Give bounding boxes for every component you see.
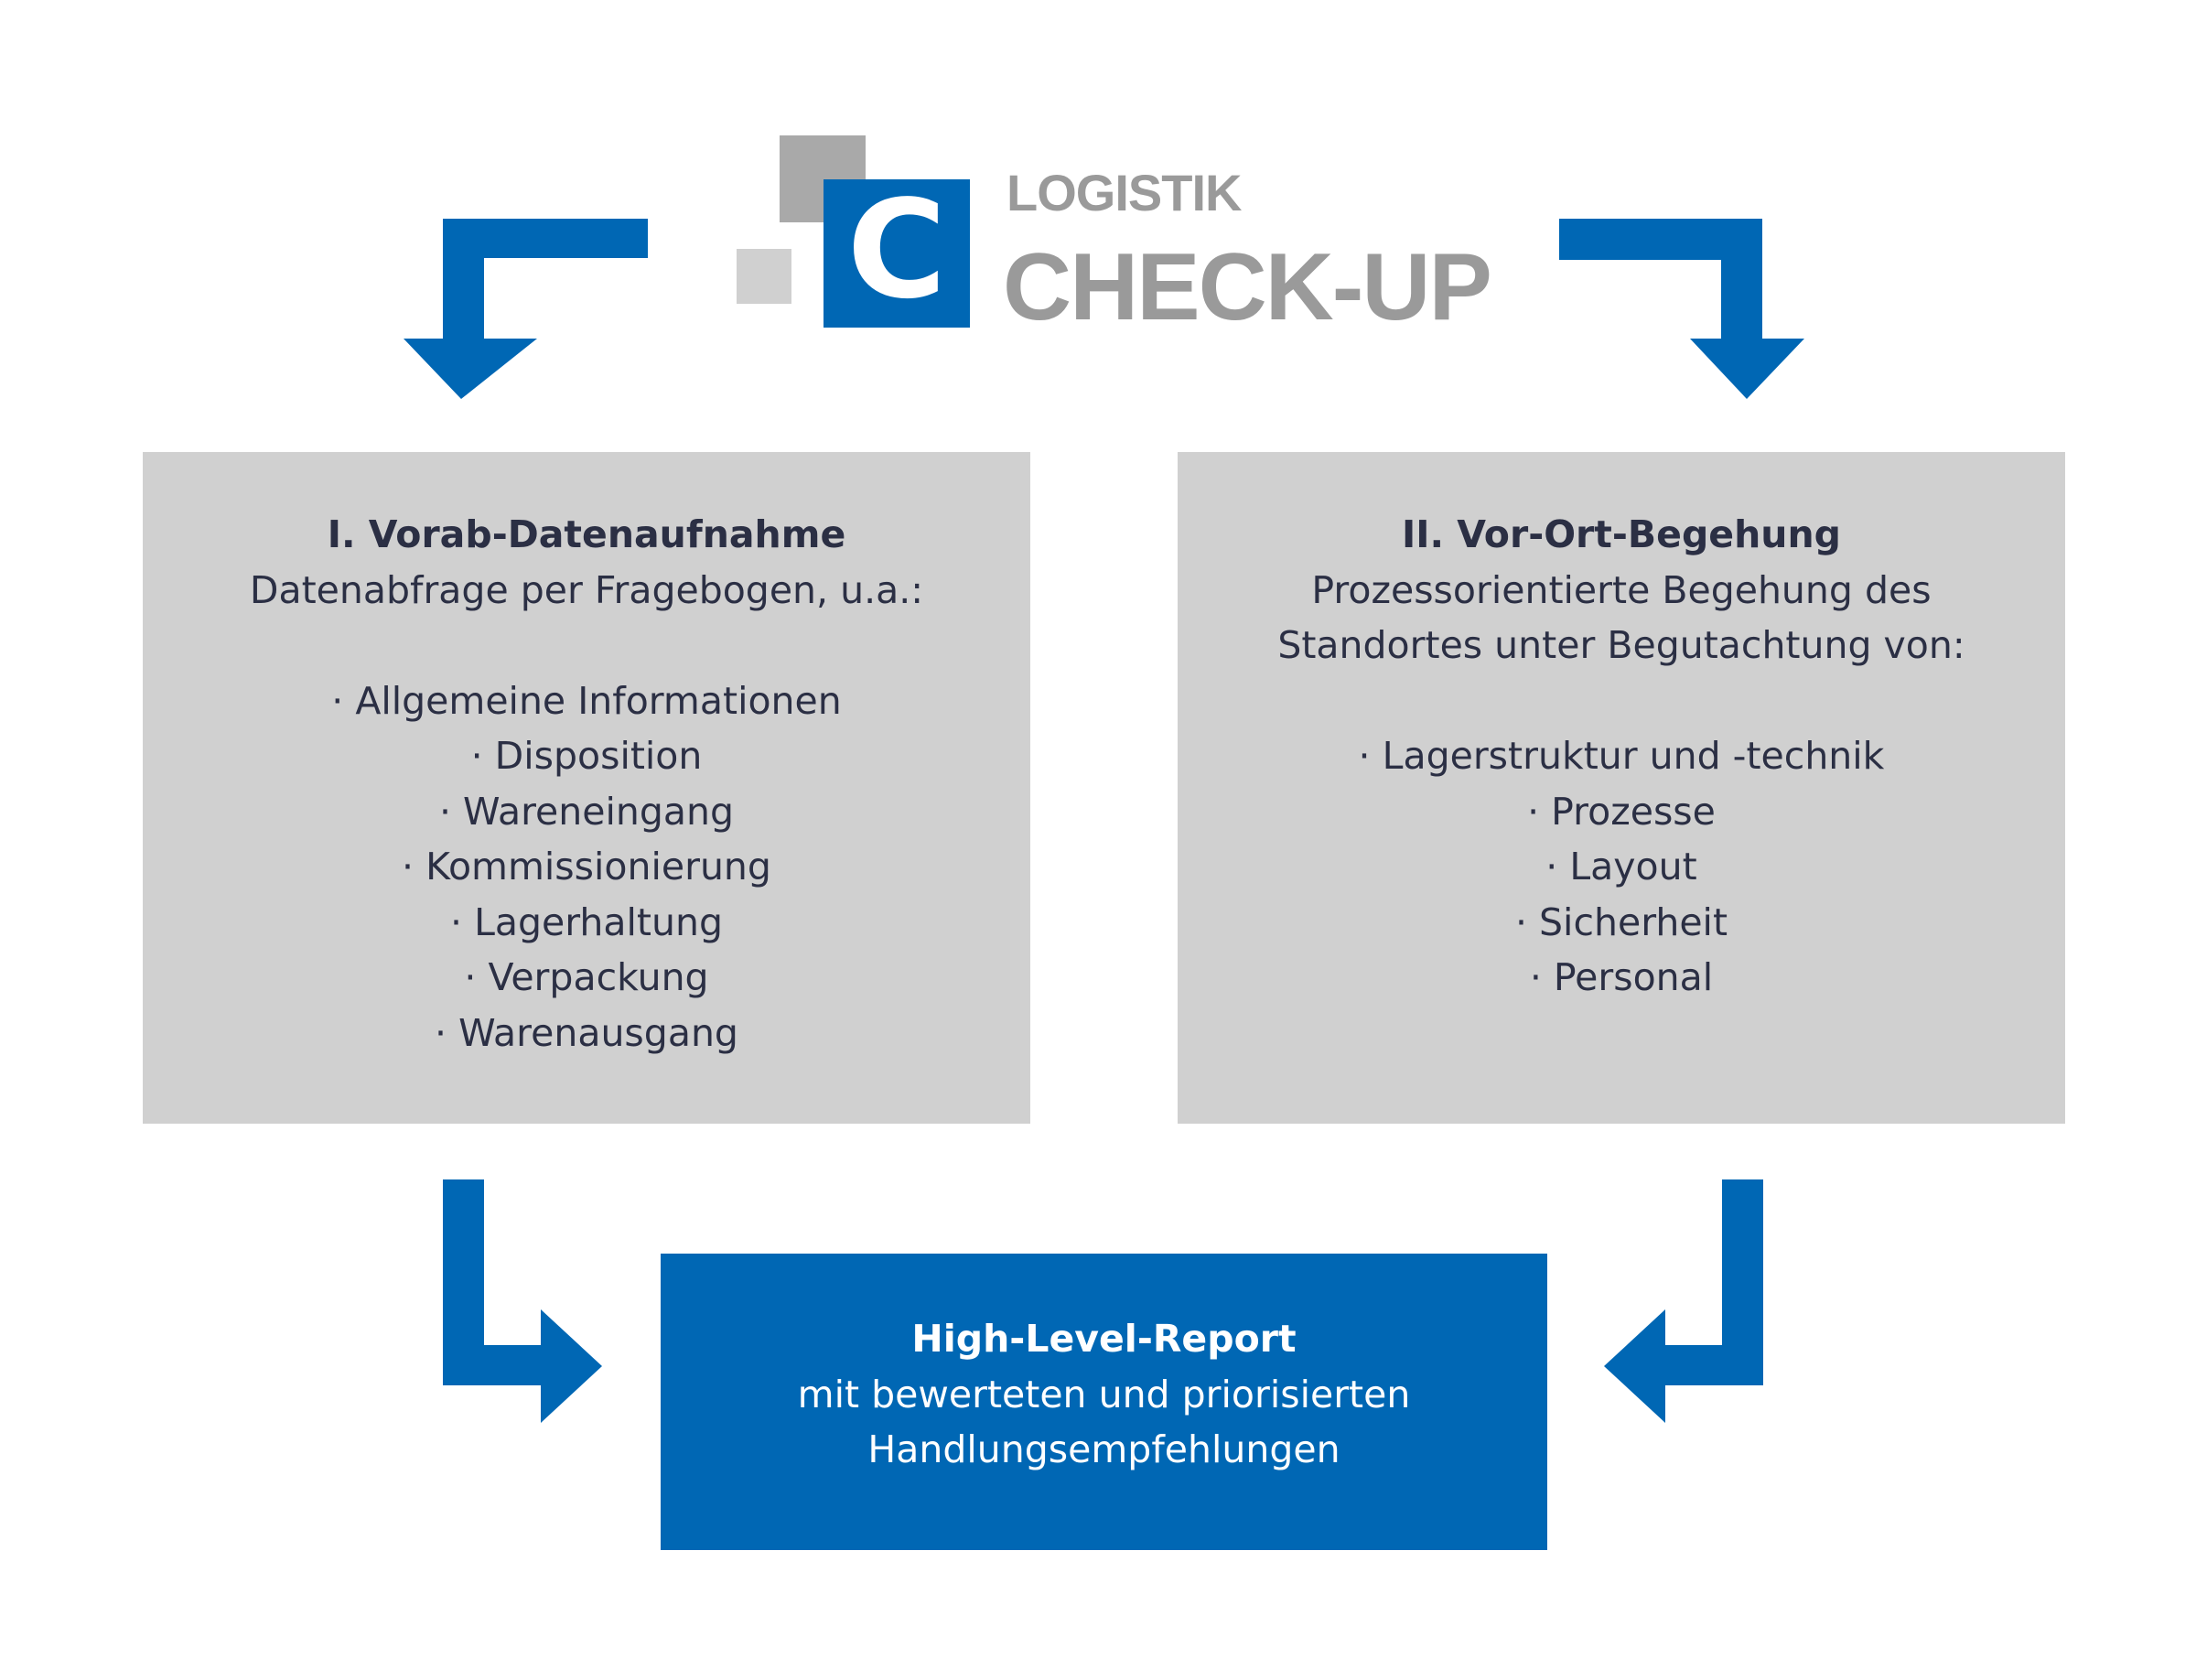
step1-description: Datenabfrage per Fragebogen, u.a.: <box>249 567 924 612</box>
arrow-logo-to-step2 <box>1559 219 1804 399</box>
step1-item: · Warenausgang <box>435 1010 738 1055</box>
step2-item: · Sicherheit <box>1514 899 1728 944</box>
logo-letter: C <box>846 171 947 328</box>
step2-item: · Layout <box>1545 845 1697 888</box>
step1-item: · Lagerhaltung <box>450 899 723 944</box>
step2-description-line: Standortes unter Begutachtung von: <box>1277 623 1965 667</box>
step2-title: II. Vor-Ort-Begehung <box>1401 512 1842 556</box>
step1-item: · Wareneingang <box>438 789 735 834</box>
logo-square-blue: C <box>824 179 970 328</box>
report-title: High-Level-Report <box>911 1317 1297 1361</box>
arrow-step2-to-report <box>1604 1179 1763 1423</box>
arrow-logo-to-step1 <box>404 219 648 399</box>
report-line: mit bewerteten und priorisierten <box>797 1372 1411 1416</box>
step1-title: I. Vorab-Datenaufnahme <box>327 512 846 556</box>
step2-item: · Prozesse <box>1527 789 1716 834</box>
logo-square-gray-small <box>737 249 791 304</box>
report-box: High-Level-Report mit bewerteten und pri… <box>661 1254 1547 1550</box>
step2-description-line: Prozessorientierte Begehung des <box>1311 567 1932 612</box>
spacer <box>1178 673 2065 729</box>
logo-text-check-up: CHECK-UP <box>1003 234 1492 340</box>
step1-box: I. Vorab-Datenaufnahme Datenabfrage per … <box>143 452 1030 1124</box>
step1-item: · Allgemeine Informationen <box>331 678 842 723</box>
step2-item: · Lagerstruktur und -technik <box>1358 734 1885 778</box>
step1-item: · Kommissionierung <box>402 845 771 888</box>
arrow-step1-to-report <box>443 1179 602 1423</box>
step2-box: II. Vor-Ort-Begehung Prozessorientierte … <box>1178 452 2065 1124</box>
spacer <box>143 618 1030 673</box>
step1-item: · Verpackung <box>464 955 709 999</box>
step1-item: · Disposition <box>470 734 703 778</box>
report-line: Handlungsempfehlungen <box>867 1427 1340 1471</box>
logo-text-logistik: LOGISTIK <box>1006 164 1242 221</box>
step2-item: · Personal <box>1529 955 1714 999</box>
